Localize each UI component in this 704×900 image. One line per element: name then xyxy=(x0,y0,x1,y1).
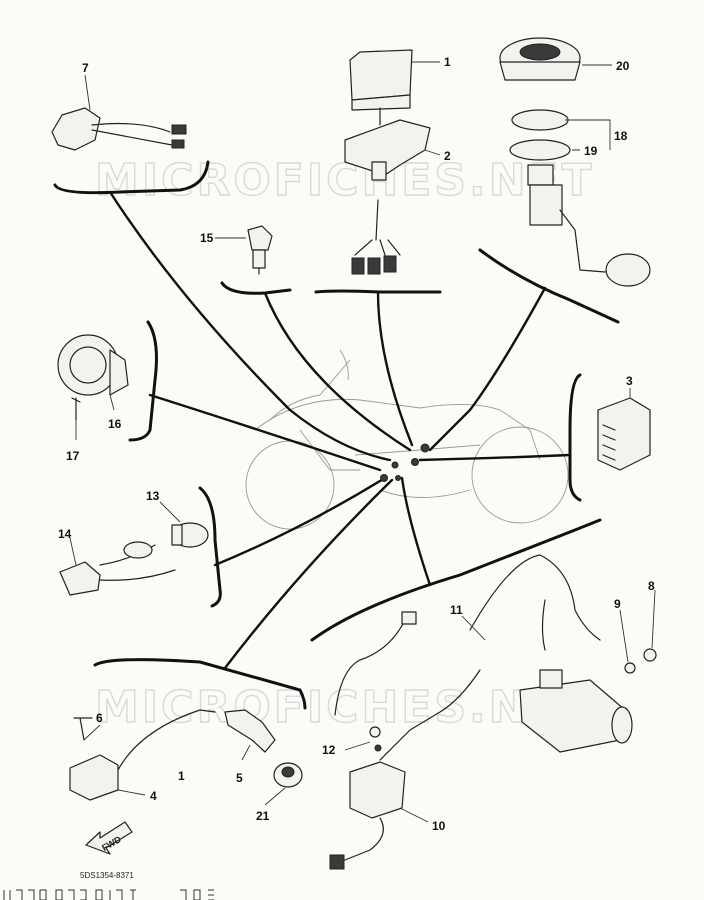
callout-12: 12 xyxy=(322,743,336,757)
callout-20: 20 xyxy=(616,59,630,73)
part-rectifier xyxy=(597,397,651,471)
footer-scan-marks xyxy=(3,889,214,900)
part-relay-bracket xyxy=(344,119,431,275)
watermark-bottom: MICROFICHES.NET xyxy=(95,682,595,733)
callout-9: 9 xyxy=(614,597,621,611)
callout-2: 2 xyxy=(444,149,451,163)
callout-5: 5 xyxy=(236,771,243,785)
part-pressure-switch xyxy=(171,522,209,548)
callout-19: 19 xyxy=(584,144,598,158)
callout-17: 17 xyxy=(66,449,80,463)
callout-21: 21 xyxy=(256,809,270,823)
callout-10: 10 xyxy=(432,819,446,833)
leader-lines xyxy=(108,190,572,670)
callout-14: 14 xyxy=(58,527,72,541)
group-brackets xyxy=(53,160,620,710)
callout-3: 3 xyxy=(626,374,633,388)
part-plug-cap xyxy=(224,709,276,753)
drawing-code: 5DS1354-8371 xyxy=(80,871,134,880)
connector-dots xyxy=(380,443,430,482)
callout-18: 18 xyxy=(614,129,628,143)
part-switch xyxy=(247,225,273,275)
part-starter-motor xyxy=(519,669,633,753)
callout-15: 15 xyxy=(200,231,214,245)
callout-leaders xyxy=(69,61,656,823)
part-ignition-coil xyxy=(69,709,216,801)
part-tank-cap xyxy=(499,37,581,81)
callout-8: 8 xyxy=(648,579,655,593)
watermark-top: MICROFICHES.NET xyxy=(95,155,595,206)
callout-4: 4 xyxy=(150,789,157,803)
callout-numbers: 1 2 3 4 5 6 7 8 9 10 11 12 13 14 15 16 1… xyxy=(58,55,655,833)
callout-7: 7 xyxy=(82,61,89,75)
part-bolts xyxy=(369,648,657,752)
callout-6: 6 xyxy=(96,711,103,725)
fwd-arrow-icon: FWD xyxy=(85,821,133,855)
callout-11: 11 xyxy=(450,603,463,617)
callout-1-assembly: 1 xyxy=(178,769,185,783)
motorcycle-silhouette xyxy=(245,349,569,530)
callout-13: 13 xyxy=(146,489,160,503)
callout-1-relay: 1 xyxy=(444,55,451,69)
part-starter-relay xyxy=(329,761,406,870)
callout-16: 16 xyxy=(108,417,122,431)
part-horn xyxy=(57,334,129,421)
part-gasket xyxy=(509,109,571,161)
part-sensor xyxy=(51,107,187,151)
part-temp-switch xyxy=(59,541,176,596)
part-fuel-sender xyxy=(527,164,651,287)
part-relay xyxy=(349,49,413,126)
part-plug-seal xyxy=(273,762,303,788)
part-wire-harness xyxy=(334,554,601,761)
